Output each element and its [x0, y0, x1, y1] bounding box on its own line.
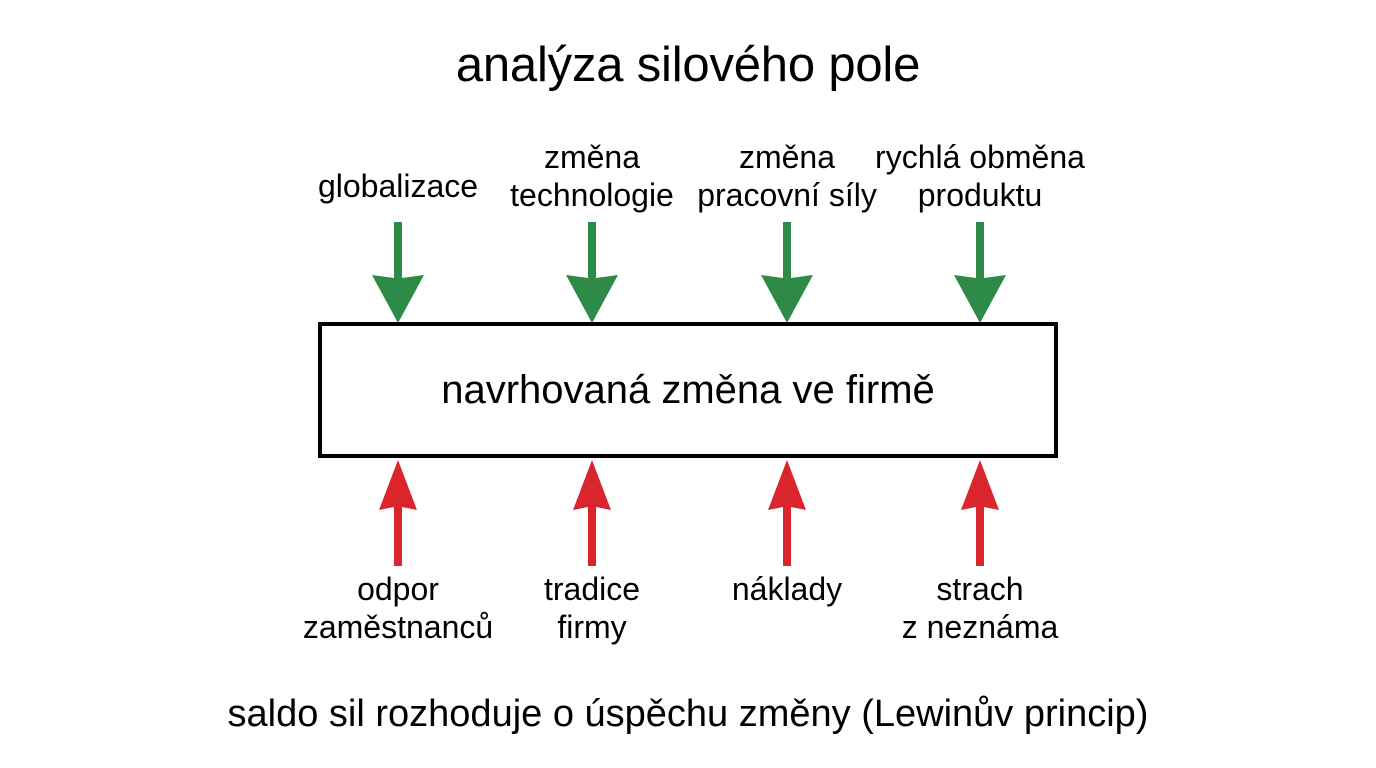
- restraining-force-label-3: náklady: [637, 570, 937, 608]
- restraining-force-label-3-line-1: náklady: [731, 571, 843, 607]
- driving-force-arrow-2: [566, 222, 618, 323]
- restraining-force-label-4-line-1: strach: [936, 571, 1024, 607]
- driving-force-label-4-line-2: produktu: [917, 177, 1043, 213]
- driving-force-label-2-line-1: změna: [543, 139, 641, 175]
- restraining-force-label-1: odpor zaměstnanců: [248, 570, 548, 646]
- diagram-caption: saldo sil rozhoduje o úspěchu změny (Lew…: [227, 693, 1149, 735]
- restraining-force-arrow-1: [379, 460, 417, 566]
- driving-force-label-2-line-2: technologie: [510, 177, 674, 213]
- driving-force-arrow-3: [761, 222, 813, 323]
- restraining-force-arrow-4: [961, 460, 999, 566]
- driving-force-label-4: rychlá obměna produktu: [830, 138, 1130, 214]
- driving-force-label-3: změna pracovní síly: [637, 138, 937, 214]
- driving-force-label-2: změna technologie: [442, 138, 742, 214]
- driving-force-label-3-line-1: změna: [738, 139, 836, 175]
- restraining-force-arrow-2: [573, 460, 611, 566]
- driving-force-label-1: globalizace: [248, 167, 548, 205]
- restraining-force-label-1-line-2: zaměstnanců: [302, 609, 494, 645]
- restraining-force-label-2-line-2: firmy: [557, 609, 627, 645]
- driving-force-arrow-4: [954, 222, 1006, 323]
- restraining-force-arrow-3: [768, 460, 806, 566]
- restraining-force-label-2: tradice firmy: [442, 570, 742, 646]
- restraining-force-label-4: strach z neznáma: [830, 570, 1130, 646]
- restraining-force-label-4-line-2: z neznáma: [901, 609, 1059, 645]
- restraining-force-label-2-line-1: tradice: [543, 571, 641, 607]
- driving-force-label-4-line-1: rychlá obměna: [875, 139, 1085, 175]
- driving-force-label-3-line-2: pracovní síly: [697, 177, 877, 213]
- driving-force-label-1-line-1: globalizace: [317, 168, 479, 204]
- page-title: analýza silového pole: [455, 38, 921, 92]
- proposed-change-box-label: navrhovaná změna ve firmě: [441, 368, 935, 412]
- driving-force-arrow-1: [372, 222, 424, 323]
- proposed-change-box: navrhovaná změna ve firmě: [318, 322, 1058, 458]
- restraining-force-label-1-line-1: odpor: [357, 571, 439, 607]
